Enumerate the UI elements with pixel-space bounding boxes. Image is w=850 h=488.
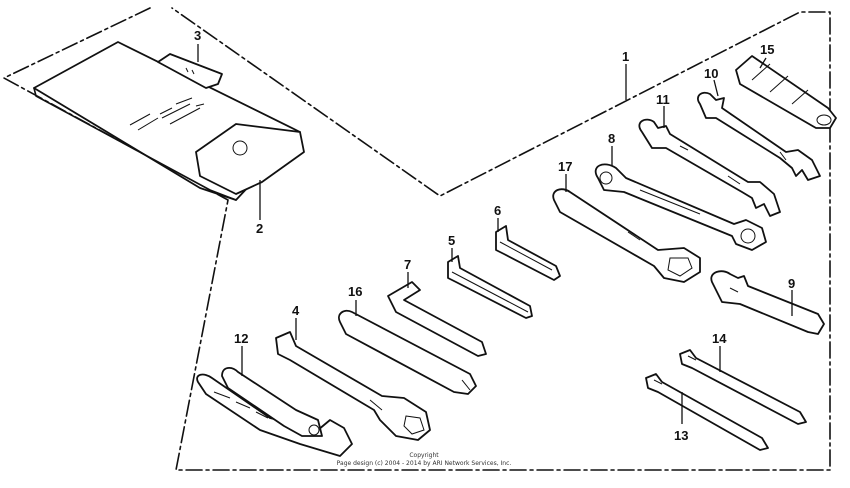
callout-4: 4	[292, 303, 300, 318]
callout-14: 14	[712, 331, 727, 346]
pliers-12	[196, 367, 353, 457]
callout-16: 16	[348, 284, 362, 299]
open-end-wrench-11	[638, 118, 781, 217]
spark-plug-wrench-17	[552, 188, 701, 283]
bag-strap	[157, 53, 223, 89]
callout-12: 12	[234, 331, 248, 346]
hex-key-5	[447, 255, 533, 319]
copyright-notice: Copyright Page design (c) 2004 - 2014 by…	[337, 452, 512, 467]
callout-2: 2	[256, 221, 263, 236]
callout-numbers: 1 2 3 4 5 6 7 8 9 10 11 12 13 14 15 16 1…	[194, 28, 795, 443]
callout-5: 5	[448, 233, 455, 248]
screwdriver-13	[645, 373, 769, 451]
screwdriver-14	[679, 349, 807, 425]
box-wrench-15	[735, 55, 837, 129]
callout-6: 6	[494, 203, 501, 218]
screwdriver-grip-16	[338, 309, 477, 395]
copyright-line-1: Copyright	[409, 452, 439, 459]
callout-3: 3	[194, 28, 201, 43]
callout-8: 8	[608, 131, 615, 146]
callout-1: 1	[622, 49, 629, 64]
callout-10: 10	[704, 66, 718, 81]
pin-spanner-9	[710, 270, 825, 335]
callout-13: 13	[674, 428, 688, 443]
combination-wrench-8	[594, 163, 767, 251]
callout-15: 15	[760, 42, 774, 57]
callout-11: 11	[656, 92, 670, 107]
callout-17: 17	[558, 159, 572, 174]
socket-wrench-4	[275, 331, 431, 441]
callout-7: 7	[404, 257, 411, 272]
open-end-wrench-10	[697, 91, 821, 181]
tool-bag	[33, 41, 305, 201]
copyright-line-2: Page design (c) 2004 - 2014 by ARI Netwo…	[337, 460, 512, 467]
leader-lines	[197, 44, 793, 424]
callout-9: 9	[788, 276, 795, 291]
hex-key-7	[387, 281, 487, 357]
hex-key-6	[495, 225, 561, 281]
